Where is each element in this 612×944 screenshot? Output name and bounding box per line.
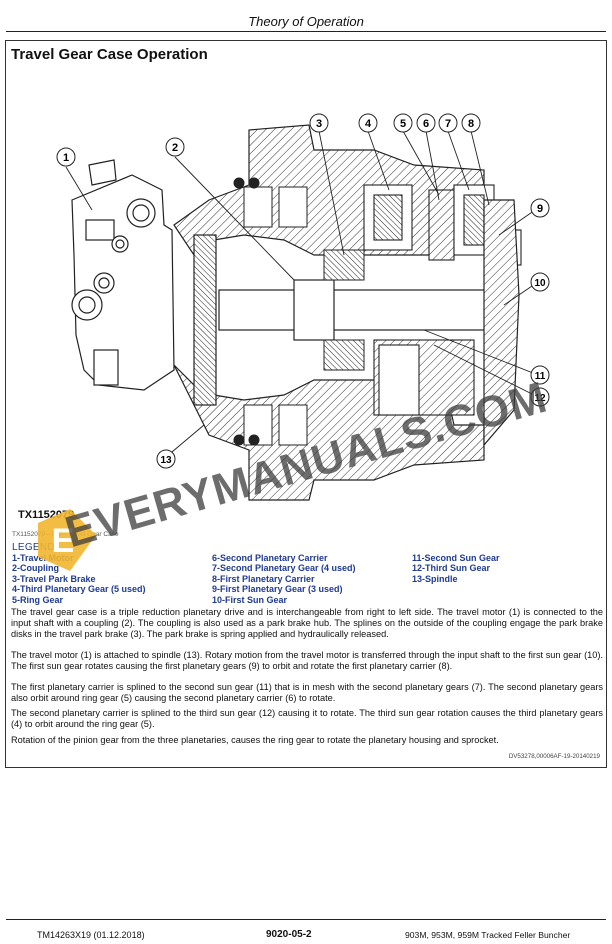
- legend-item: 4-Third Planetary Gear (5 used): [12, 584, 146, 595]
- callout-8: 8: [461, 113, 481, 133]
- legend-item: 9-First Planetary Gear (3 used): [212, 584, 343, 595]
- callout-13: 13: [156, 449, 176, 469]
- legend-item: 8-First Planetary Carrier: [212, 573, 315, 584]
- bearing-shapes: [233, 177, 308, 446]
- callout-markers: 1 2 3 4 5 6 7 8 9 10 11 12 13: [56, 113, 550, 469]
- legend-column-2: 6-Second Planetary Carrier 7-Second Plan…: [212, 553, 356, 605]
- legend-item: 11-Second Sun Gear: [412, 553, 500, 563]
- svg-text:4: 4: [365, 118, 372, 130]
- callout-3: 3: [309, 113, 329, 133]
- document-reference: DV53278,00006AF-19-20140219: [508, 753, 600, 760]
- legend-item: 2-Coupling: [12, 563, 59, 574]
- travel-gear-case-diagram: 1 2 3 4 5 6 7 8 9 10 11 12 13: [56, 113, 550, 501]
- callout-10: 10: [530, 272, 550, 292]
- paragraph-1: The travel gear case is a triple reducti…: [11, 607, 603, 640]
- paragraph-2: The travel motor (1) is attached to spin…: [11, 650, 603, 672]
- callout-6: 6: [416, 113, 436, 133]
- svg-text:7: 7: [445, 118, 451, 130]
- planetary-gear-shapes: [363, 184, 522, 416]
- callout-leaders: [65, 130, 539, 458]
- paragraph-3: The first planetary carrier is splined t…: [11, 682, 603, 704]
- svg-text:10: 10: [534, 278, 546, 289]
- section-title: Travel Gear Case Operation: [11, 46, 208, 63]
- page-header-title: Theory of Operation: [248, 14, 364, 29]
- svg-text:12: 12: [534, 393, 546, 404]
- svg-text:5: 5: [400, 118, 406, 130]
- legend-heading: LEGEND:: [12, 542, 59, 553]
- legend-item: 6-Second Planetary Carrier: [212, 553, 328, 563]
- svg-text:13: 13: [160, 455, 172, 466]
- svg-text:E: E: [52, 522, 75, 560]
- callout-4: 4: [358, 113, 378, 133]
- footer-page-number: 9020-05-2: [266, 929, 312, 940]
- callout-12: 12: [530, 387, 550, 407]
- svg-text:11: 11: [535, 371, 546, 382]
- travel-motor-shape: [71, 159, 175, 391]
- end-cover-shape: [483, 199, 520, 447]
- legend-item: 7-Second Planetary Gear (4 used): [212, 563, 356, 574]
- callout-7: 7: [438, 113, 458, 133]
- callout-1: 1: [56, 147, 76, 167]
- svg-text:1: 1: [63, 152, 69, 164]
- footer-rule: [6, 919, 606, 920]
- callout-2: 2: [165, 137, 185, 157]
- footer-model: 903M, 953M, 959M Tracked Feller Buncher: [405, 930, 571, 940]
- watermark-logo-icon: E: [38, 509, 96, 571]
- legend-item: 10-First Sun Gear: [212, 594, 288, 605]
- input-shaft-shape: [218, 279, 510, 341]
- svg-text:9: 9: [537, 203, 543, 215]
- park-brake-disks-shape: [323, 249, 365, 371]
- svg-text:8: 8: [468, 118, 474, 130]
- paragraph-5: Rotation of the pinion gear from the thr…: [11, 735, 499, 745]
- svg-text:2: 2: [172, 142, 178, 154]
- footer-manual-id: TM14263X19 (01.12.2018): [37, 930, 145, 940]
- callout-9: 9: [530, 198, 550, 218]
- callout-11: 11: [530, 365, 550, 385]
- content-frame: [5, 40, 607, 768]
- legend-item: 3-Travel Park Brake: [12, 573, 96, 584]
- legend-item: 13-Spindle: [412, 573, 458, 584]
- legend-column-3: 11-Second Sun Gear 12-Third Sun Gear 13-…: [412, 553, 500, 584]
- legend-item: 12-Third Sun Gear: [412, 563, 491, 574]
- legend-item: 5-Ring Gear: [12, 594, 64, 605]
- svg-text:3: 3: [316, 118, 322, 130]
- callout-5: 5: [393, 113, 413, 133]
- paragraph-4: The second planetary carrier is splined …: [11, 708, 603, 730]
- header-rule: [6, 31, 606, 32]
- svg-text:6: 6: [423, 118, 429, 130]
